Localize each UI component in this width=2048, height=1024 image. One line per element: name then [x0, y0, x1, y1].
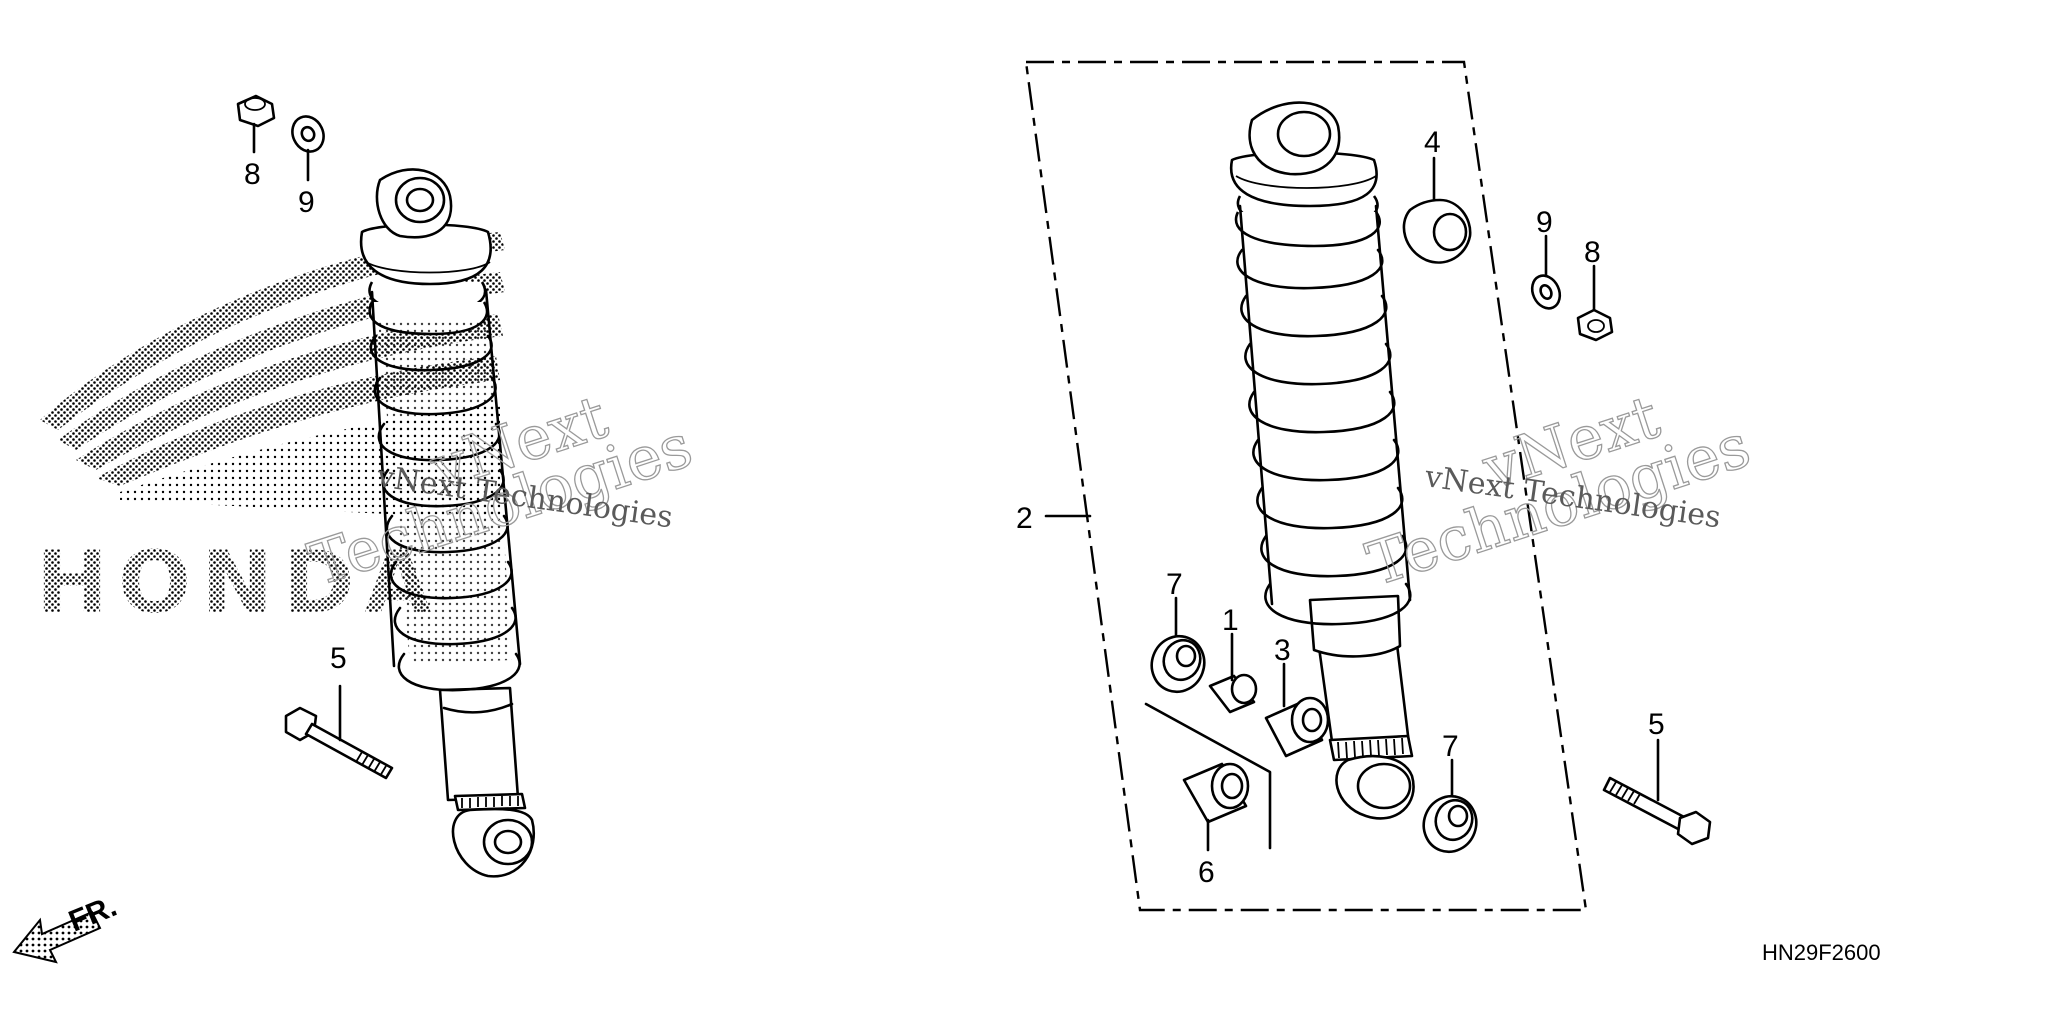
callout-bushing: 6: [1198, 856, 1215, 889]
callout-right-bolt: 5: [1648, 708, 1665, 741]
needle-bearing: [1264, 662, 1330, 758]
callout-collar: 1: [1222, 604, 1239, 637]
collar: [1208, 632, 1258, 714]
diagram-code: HN29F2600: [1762, 940, 1881, 965]
callout-left-washer: 9: [298, 186, 315, 219]
flange-bolt-right: [1602, 738, 1712, 846]
front-direction-arrow: FR.: [12, 890, 121, 964]
dust-seal-lower: [1422, 758, 1478, 854]
bushing: [1182, 762, 1250, 852]
rubber-bush: [1402, 156, 1472, 264]
rear-shock-absorber-exploded: [1229, 101, 1415, 820]
flange-bolt-left: [284, 684, 394, 780]
honda-logo-text: HONDA: [36, 533, 441, 633]
washer-right: [1530, 234, 1562, 310]
callout-upper-seal: 7: [1166, 568, 1183, 601]
callout-bearing: 3: [1274, 634, 1291, 667]
coil-spring: [368, 281, 522, 692]
rear-shock-absorber-assembled: [359, 168, 535, 878]
washer-left: [291, 115, 325, 182]
flange-nut-right: [1576, 264, 1614, 342]
callout-assembly: 2: [1016, 502, 1033, 535]
callout-rubber-bush: 4: [1424, 126, 1441, 159]
front-marker-label: FR.: [64, 890, 121, 939]
callout-right-nut: 8: [1584, 236, 1601, 269]
watermark-right: vNext Technologies vNext Technologies: [1358, 381, 1759, 600]
flange-nut-left: [236, 94, 276, 154]
callout-right-washer: 9: [1536, 206, 1553, 239]
callout-left-bolt: 5: [330, 642, 347, 675]
callout-lower-seal: 7: [1442, 730, 1459, 763]
dust-seal-upper: [1150, 596, 1206, 694]
callout-left-nut: 8: [244, 158, 261, 191]
